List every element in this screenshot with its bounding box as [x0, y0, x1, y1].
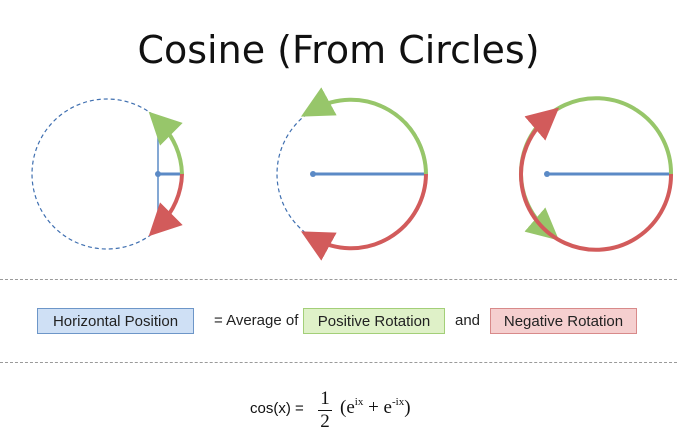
cosine-formula: cos(x) = 1 2 (eix + e-ix) — [0, 388, 677, 438]
center-dot-2 — [310, 171, 316, 177]
center-dot-1 — [155, 171, 161, 177]
positive-arc-1 — [148, 111, 184, 175]
positive-rotation-label: Positive Rotation — [303, 308, 445, 334]
negative-arc-2 — [300, 173, 428, 261]
negative-arc-3 — [519, 107, 674, 252]
formula-fraction: 1 2 — [318, 388, 332, 433]
horizontal-position-label: Horizontal Position — [37, 308, 194, 334]
circles-diagram — [31, 87, 674, 261]
divider-bottom — [0, 362, 677, 363]
circle-medium-angle — [276, 87, 428, 261]
positive-arc-3 — [519, 96, 674, 241]
positive-arc-2 — [300, 87, 428, 175]
formula-close: ) — [404, 397, 411, 418]
formula-open: (e — [340, 397, 355, 418]
negative-arc-1 — [148, 173, 184, 237]
circle-large-angle — [519, 96, 674, 252]
circle-small-angle — [31, 98, 184, 250]
formula-rhs: (eix + e-ix) — [340, 396, 411, 419]
formula-lhs: cos(x) = — [250, 400, 304, 417]
legend: Horizontal Position = Average of Positiv… — [0, 308, 677, 338]
formula-plus: + e — [363, 397, 392, 418]
divider-top — [0, 279, 677, 280]
center-dot-3 — [544, 171, 550, 177]
negative-rotation-label: Negative Rotation — [490, 308, 637, 334]
fraction-bar — [318, 410, 332, 411]
fraction-denominator: 2 — [320, 411, 330, 432]
page-title: Cosine (From Circles) — [137, 28, 540, 72]
average-of-text: = Average of — [214, 312, 299, 329]
formula-exp2: -ix — [391, 396, 405, 408]
and-text: and — [455, 312, 481, 329]
fraction-numerator: 1 — [320, 388, 330, 409]
formula-exp1: ix — [354, 396, 364, 408]
